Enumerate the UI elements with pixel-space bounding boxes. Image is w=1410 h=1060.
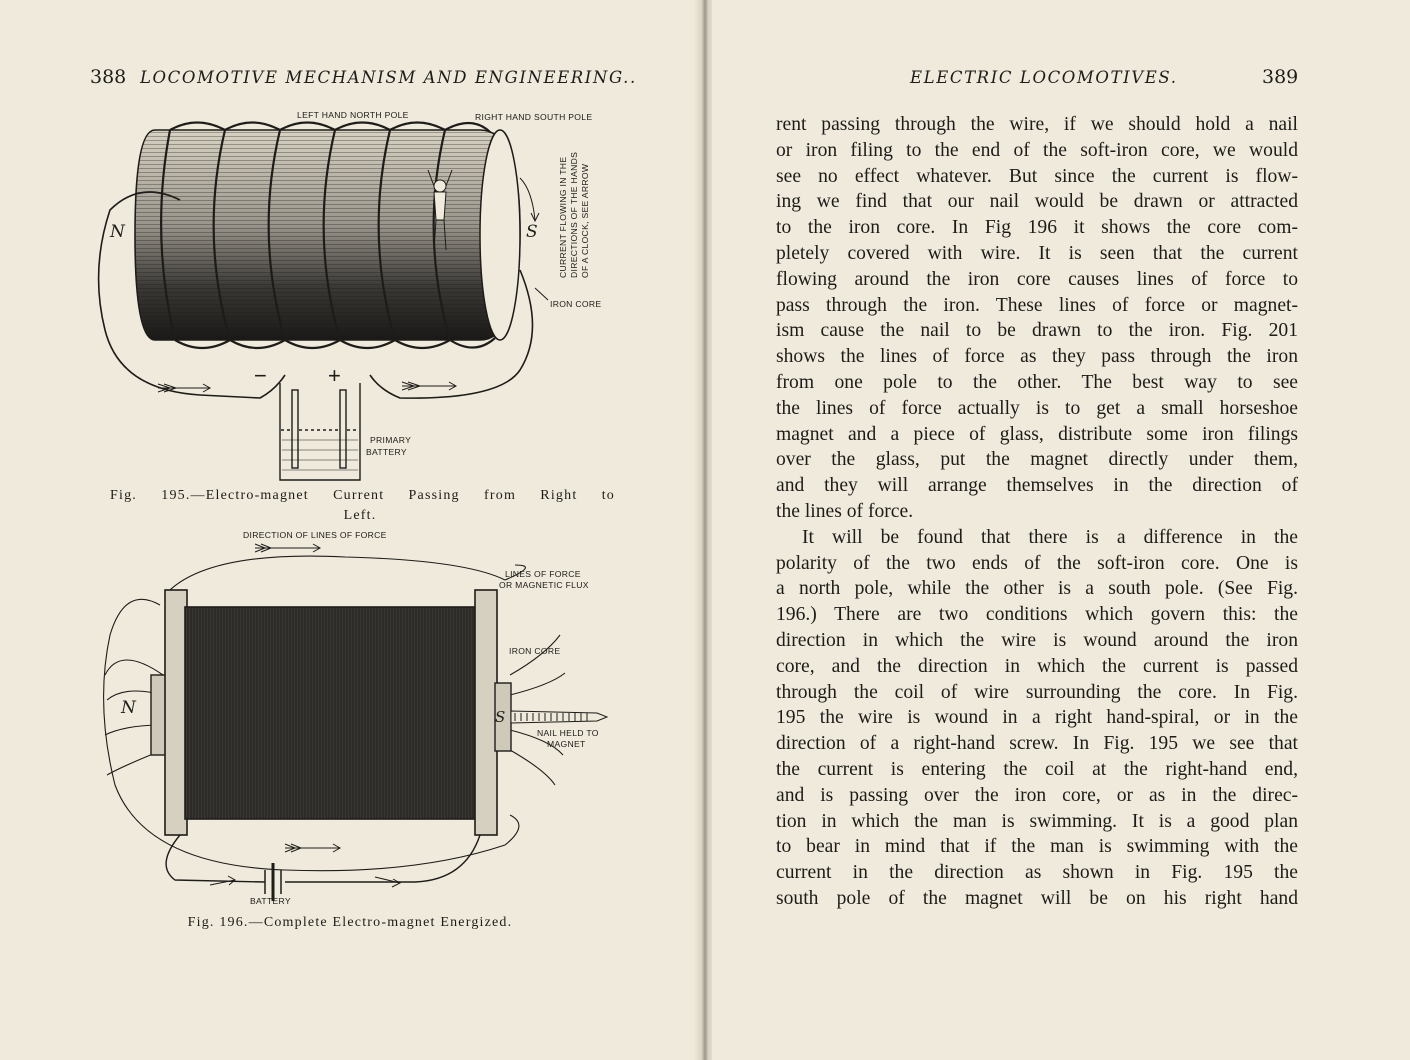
coil-spool (150, 589, 512, 836)
left-page: 388 LOCOMOTIVE MECHANISM AND ENGINEERING… (0, 0, 700, 1060)
iron-core-cylinder (134, 129, 521, 341)
text-line: through the coil of wire surrounding the… (776, 681, 1298, 703)
current-note-line1: CURRENT FLOWING IN THE (558, 157, 568, 278)
text-line: direction of a right-hand screw. In Fig.… (776, 733, 1298, 755)
figure-195: LEFT HAND NORTH POLE RIGHT HAND SOUTH PO… (97, 110, 601, 481)
text-line: direction in which the wire is wound aro… (776, 629, 1298, 651)
page-number: 388 (90, 66, 127, 88)
flux-label-line2: OR MAGNETIC FLUX (499, 580, 589, 590)
n-pole-letter: N (109, 222, 126, 242)
circuit-wire (165, 834, 481, 883)
iron-core-label: IRON CORE (509, 646, 560, 656)
direction-arrow (209, 543, 402, 888)
figure-196-caption: Fig. 196.—Complete Electro-magnet Energi… (187, 915, 513, 930)
nail (510, 710, 609, 724)
text-line: core, and the direction in which the cur… (776, 655, 1298, 677)
text-line: current in the direction as shown in Fig… (776, 862, 1298, 884)
flux-label-line1: LINES OF FORCE (505, 569, 581, 579)
running-head: ELECTRIC LOCOMOTIVES. (910, 68, 1178, 87)
text-line: ing we find that our nail would be drawn… (776, 191, 1298, 213)
text-line: the lines of force actually is to get a … (776, 397, 1298, 419)
battery-label: BATTERY (250, 896, 291, 906)
circuit-wire (97, 191, 534, 399)
plus-sign: + (328, 363, 341, 388)
text-line: 196.) There are two conditions which gov… (776, 604, 1298, 626)
nail-label-line1: NAIL HELD TO (537, 728, 599, 738)
text-line: see no effect whatever. But since the cu… (776, 165, 1298, 187)
s-pole-letter: S (526, 222, 538, 242)
text-line: from one pole to the other. The best way… (776, 371, 1298, 393)
nail-label-line2: MAGNET (547, 739, 586, 749)
battery-label-line2: BATTERY (366, 447, 407, 457)
s-pole-letter: S (495, 708, 505, 726)
page-number: 389 (1262, 66, 1299, 88)
text-line: and they will arrange themselves in the … (776, 475, 1298, 497)
running-head: LOCOMOTIVE MECHANISM AND ENGINEERING.. (140, 68, 637, 87)
text-line: shows the lines of force as they pass th… (776, 346, 1298, 368)
book-gutter (694, 0, 716, 1060)
text-line: ism cause the nail to be drawn to the ir… (776, 320, 1298, 342)
figure-195-caption-line2: Left. (343, 508, 377, 523)
current-note-line2: DIRECTIONS OF THE HANDS (569, 152, 579, 278)
text-line: pletely covered with wire. It is seen th… (776, 242, 1298, 264)
swimmer-figure (427, 169, 453, 251)
iron-core-leader (534, 287, 549, 301)
body-text: rent passing through the wire, if we sho… (776, 112, 1298, 912)
text-line: 195 the wire is wound in a right hand-sp… (776, 707, 1298, 729)
text-line: tion in which the man is swimming. It is… (776, 810, 1298, 832)
battery-label-line1: PRIMARY (370, 435, 411, 445)
text-line: pass through the iron. These lines of fo… (776, 294, 1298, 316)
current-note-line3: OF A CLOCK, SEE ARROW (580, 163, 590, 278)
north-pole-label: LEFT HAND NORTH POLE (297, 110, 409, 120)
battery-symbol (264, 863, 282, 901)
text-line: polarity of the two ends of the soft-iro… (776, 552, 1298, 574)
text-line: the current is entering the coil at the … (776, 758, 1298, 780)
right-page: ELECTRIC LOCOMOTIVES. 389 (712, 0, 1410, 1060)
wire-coil (160, 121, 496, 350)
text-line: over the glass, put the magnet directly … (776, 449, 1298, 471)
south-pole-label: RIGHT HAND SOUTH POLE (475, 112, 592, 122)
current-arrow (519, 177, 540, 223)
direction-label: DIRECTION OF LINES OF FORCE (243, 530, 387, 540)
text-line: to the iron core. In Fig 196 it shows th… (776, 217, 1298, 239)
text-line: a north pole, while the other is a south… (776, 578, 1298, 600)
text-line: the lines of force. (776, 500, 914, 522)
text-line: and is passing over the iron core, or as… (776, 784, 1298, 806)
iron-core-label: IRON CORE (550, 299, 601, 309)
text-line: flowing around the iron core causes line… (776, 268, 1298, 290)
flow-arrow (157, 381, 458, 393)
battery-cell (279, 383, 361, 481)
text-line: to bear in mind that if the man is swimm… (776, 836, 1298, 858)
figure-195-caption-line1: Fig. 195.—Electro-magnet Current Passing… (110, 488, 615, 503)
n-pole-letter: N (120, 698, 137, 718)
minus-sign: − (254, 363, 267, 388)
figure-196: DIRECTION OF LINES OF FORCE LINES OF FOR… (103, 530, 609, 906)
text-line: rent passing through the wire, if we sho… (776, 114, 1298, 135)
text-line: magnet and a piece of glass, distribute … (776, 423, 1298, 445)
text-line: or iron filing to the end of the soft-ir… (776, 139, 1298, 161)
text-line: It will be found that there is a differe… (802, 526, 1298, 548)
text-line: south pole of the magnet will be on his … (776, 887, 1298, 909)
